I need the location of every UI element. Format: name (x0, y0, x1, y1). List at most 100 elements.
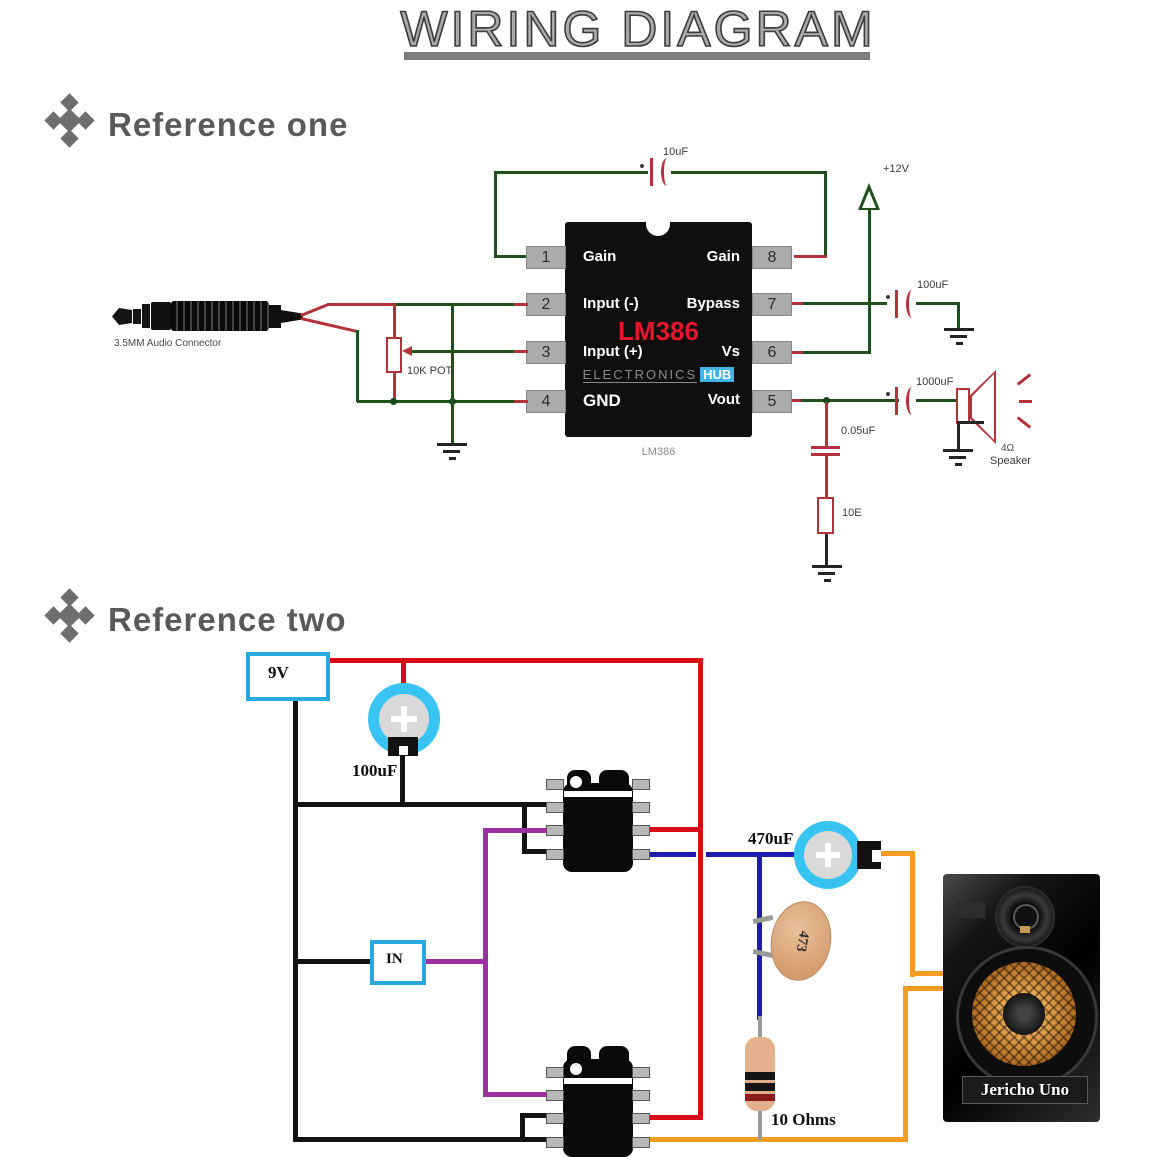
pot-wiper-arrow (402, 346, 412, 356)
wire-segment (825, 534, 828, 565)
chip-pin-label: Input (+) (583, 343, 643, 360)
ic-pin (546, 1113, 564, 1124)
wire-segment (514, 400, 528, 403)
diamond-icon (76, 606, 95, 625)
wire-segment (792, 351, 803, 354)
capacitor-0.05uF-label: 0.05uF (841, 425, 876, 437)
diamond-icon (60, 624, 79, 643)
plus-icon (401, 706, 407, 732)
ic-pin (632, 1067, 650, 1078)
chip-pin-label: Vs (721, 343, 740, 360)
watermark-text: ELECTRONICS (582, 367, 698, 383)
speaker-impedance-label: 4Ω (1001, 443, 1015, 454)
wire-segment (494, 171, 497, 258)
ground-symbol (943, 449, 973, 452)
resistor-10E (817, 497, 834, 534)
wire-segment (801, 399, 899, 402)
capacitor-10uF-label: 10uF (663, 146, 689, 158)
speaker-cabinet: Jericho Uno (943, 874, 1100, 1122)
pin-7: 7 (752, 293, 792, 316)
capacitor-terminal-notch (399, 746, 408, 755)
wire-segment (514, 350, 528, 353)
plus-icon (825, 843, 831, 867)
input-label: IN (386, 951, 403, 967)
wire-segment (520, 1113, 525, 1142)
speaker-icon (956, 388, 970, 424)
capacitor-0.05uF-plate (811, 453, 840, 456)
resistor-band (745, 1083, 775, 1091)
chip-pin-label: Gain (583, 248, 617, 265)
wire-segment (494, 255, 526, 258)
title-underline (404, 52, 870, 60)
wire-segment (792, 302, 804, 305)
chip-notch (646, 222, 670, 236)
capacitor-473-label: 473 (792, 929, 811, 953)
input-box (370, 940, 426, 985)
ground-symbol (449, 457, 456, 460)
ic-pin (632, 825, 650, 836)
audio-plug-tip (112, 308, 132, 325)
ic-pin (546, 1067, 564, 1078)
woofer-cone (972, 962, 1076, 1066)
wire-segment (792, 399, 803, 402)
ic-pin (632, 1090, 650, 1101)
junction-dot (390, 398, 397, 405)
battery-9v-box (246, 652, 330, 701)
ic-pin (546, 825, 564, 836)
audio-plug-ring (133, 309, 141, 324)
diamond-icon (76, 111, 95, 130)
ic-bump (567, 1046, 591, 1062)
capacitor-1000uF-plate (906, 387, 918, 415)
wire-segment (300, 317, 358, 334)
wire-segment (424, 959, 486, 964)
section-heading-one: Reference one (108, 106, 349, 143)
ic-pin (632, 1113, 650, 1124)
diamond-icon (60, 129, 79, 148)
polarity-dot (886, 392, 890, 396)
component-lead (758, 1111, 762, 1140)
pin-1: 1 (526, 246, 566, 269)
audio-plug-endcap (269, 305, 281, 328)
pin-4: 4 (526, 390, 566, 413)
capacitor-10uF-plate (650, 158, 653, 186)
wire-segment (393, 371, 396, 402)
potentiometer-label: 10K POT (407, 365, 453, 377)
wire-segment (957, 421, 960, 449)
ic-pin (632, 779, 650, 790)
watermark-badge: HUB (700, 367, 735, 382)
wire-segment (483, 1092, 548, 1097)
wire-segment (394, 303, 516, 306)
ground-symbol (443, 450, 460, 453)
wire-segment (801, 351, 871, 354)
wire-segment (916, 302, 960, 305)
wire-segment (483, 828, 548, 833)
capacitor-terminal-notch (872, 850, 881, 862)
wire-segment (327, 303, 395, 306)
audio-plug-ring (142, 304, 150, 328)
wire-segment (514, 303, 528, 306)
section-heading-two: Reference two (108, 601, 347, 638)
polarity-dot (640, 164, 644, 168)
wire-segment (698, 658, 703, 1120)
ic-pin1-dot (570, 776, 582, 788)
wire-segment (494, 171, 648, 174)
wire-segment (671, 171, 827, 174)
wire-segment (300, 303, 329, 317)
capacitor-473-body: 473 (764, 896, 838, 986)
wire-segment (483, 828, 488, 1097)
wire-segment (295, 959, 373, 964)
component-lead (752, 914, 774, 925)
chip-pin-label: Vout (707, 391, 740, 408)
wire-segment (295, 802, 548, 807)
ground-symbol (949, 456, 966, 459)
ic-pin (632, 802, 650, 813)
pin-8: 8 (752, 246, 792, 269)
ic-pin1-dot (570, 1063, 582, 1075)
pin-5: 5 (752, 390, 792, 413)
supply-arrow-inner (862, 191, 876, 208)
potentiometer-10k (386, 337, 402, 373)
chip-pin-label: Bypass (686, 295, 740, 312)
capacitor-1000uF-plate (895, 387, 898, 415)
wire-segment (825, 402, 828, 446)
